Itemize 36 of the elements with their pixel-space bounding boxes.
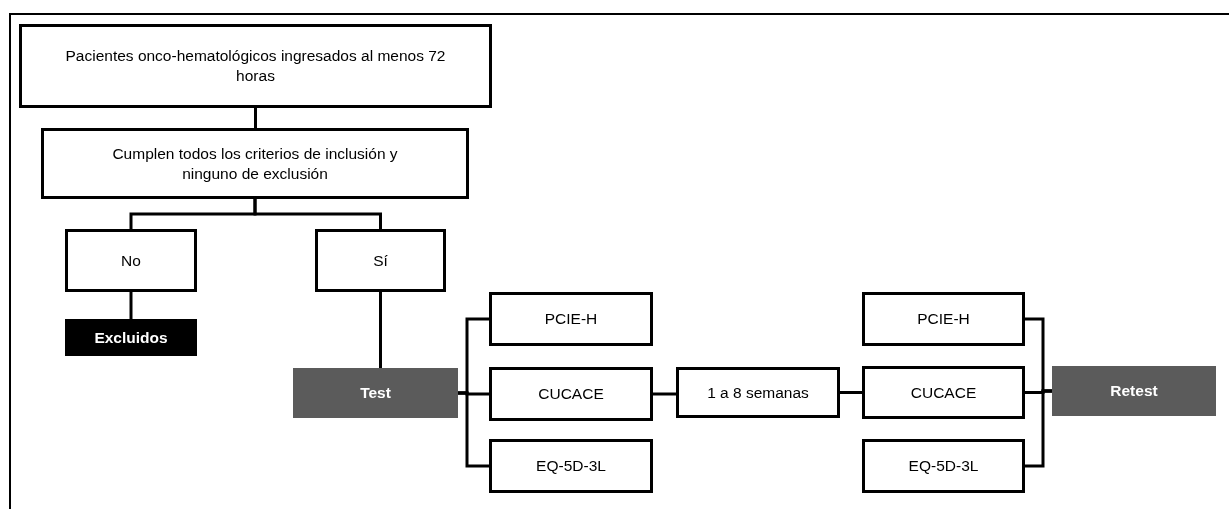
box-text: PCIE-H	[917, 309, 970, 329]
process-box	[65, 319, 197, 356]
box-text: CUCACE	[538, 384, 604, 404]
process-box	[489, 292, 653, 346]
box-text: EQ-5D-3L	[908, 456, 979, 476]
box-text: PCIE-H	[544, 309, 598, 329]
box-text: EQ-5D-3L	[536, 456, 606, 476]
process-box	[1052, 366, 1216, 416]
box-text: 1 a 8 semanas	[707, 382, 809, 403]
box-text: Test	[360, 383, 391, 403]
connector-line	[458, 391, 489, 468]
connector-line	[254, 108, 257, 128]
box-text: Cumplen todos los criterios de inclusión y ninguno de exclusión	[111, 143, 399, 184]
connector-line	[253, 199, 382, 229]
box-text: No	[121, 250, 141, 271]
process-box	[676, 367, 840, 418]
process-box	[489, 367, 653, 421]
process-box	[862, 439, 1025, 493]
process-box	[293, 368, 458, 418]
process-box	[862, 292, 1025, 346]
process-box	[315, 229, 446, 292]
box-text: Pacientes onco-hematológicos ingresados al menos 72 horas	[64, 46, 447, 86]
process-box	[489, 439, 653, 493]
box-text: CUCACE	[910, 382, 977, 403]
connector-line	[840, 391, 862, 394]
connector-line	[1025, 389, 1052, 468]
connector-line	[653, 392, 676, 396]
process-box	[862, 366, 1025, 419]
process-box	[19, 24, 492, 108]
process-box	[41, 128, 469, 199]
box-text: Sí	[373, 250, 388, 271]
connector-line	[129, 292, 133, 319]
box-text: Retest	[1110, 381, 1158, 401]
box-text: Excluidos	[94, 327, 168, 348]
process-box	[65, 229, 197, 292]
connector-line	[379, 292, 382, 368]
